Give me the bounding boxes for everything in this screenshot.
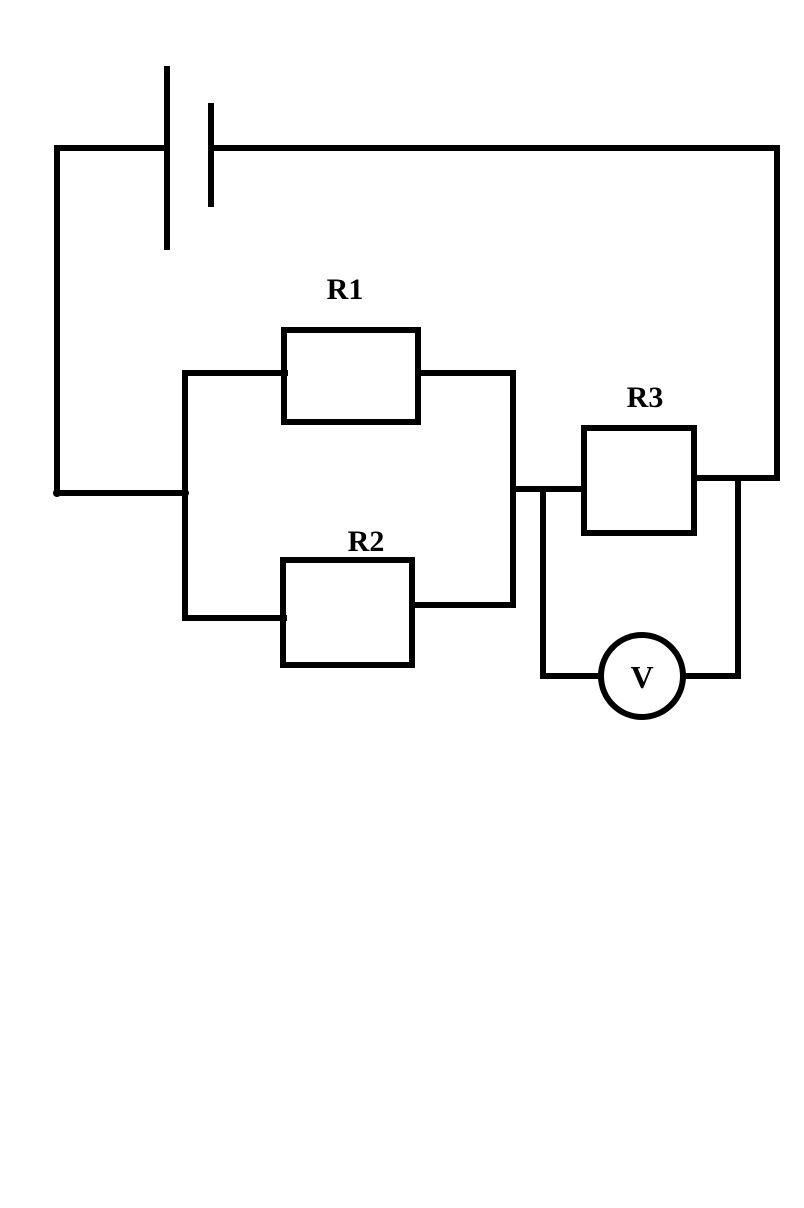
resistor-r1-body [281,327,421,425]
node-dot-bottom-left [53,489,61,497]
node-dot-parallel-left [181,489,189,497]
voltmeter-body [598,632,686,720]
resistor-r2-label: R2 [348,525,385,558]
resistor-r2-body [280,557,415,668]
resistor-r3-label: R3 [627,381,664,414]
voltmeter-label: V [630,659,653,695]
battery-symbol [164,66,214,250]
resistor-r1-label: R1 [327,273,364,306]
resistor-r3-body [581,425,697,536]
